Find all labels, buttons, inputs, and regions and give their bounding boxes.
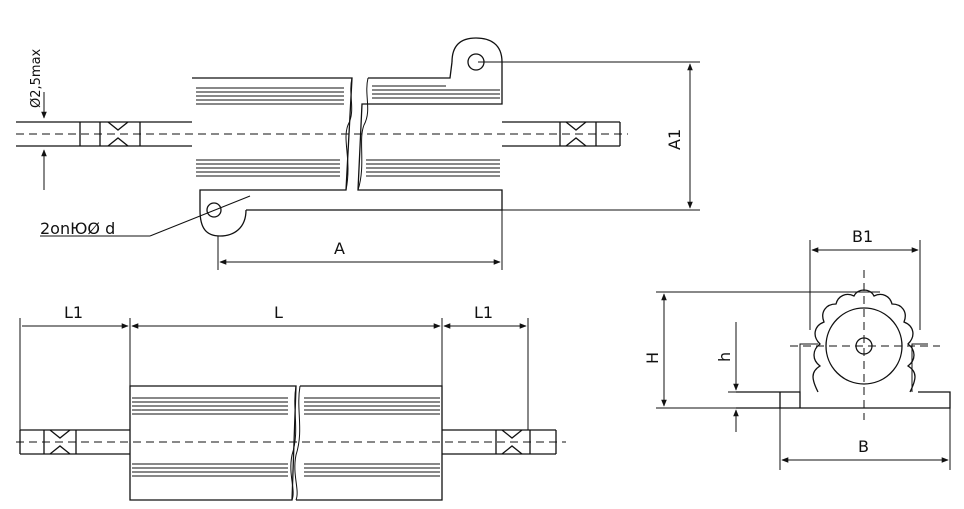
side-body-right xyxy=(296,385,443,501)
mounting-hole-label: 2оnЮØ d xyxy=(40,219,115,238)
dimension-A: A xyxy=(217,210,503,270)
dimension-h-label: h xyxy=(715,352,734,362)
top-mounting-ear-right xyxy=(451,37,503,71)
dimension-A-label: A xyxy=(334,239,345,258)
dimension-L1-left: L1 xyxy=(22,303,129,329)
dimension-A1-label: A1 xyxy=(665,129,684,150)
dimension-H-label: H xyxy=(643,352,662,364)
top-fins-left xyxy=(196,87,344,177)
dimension-B1: B1 xyxy=(809,227,921,330)
dimension-L: L xyxy=(131,303,441,329)
side-lead-right xyxy=(442,429,557,455)
dimension-L1-right: L1 xyxy=(443,303,527,329)
dimension-H: H xyxy=(643,291,880,409)
side-lead-left xyxy=(19,429,130,455)
lead-diameter-dimension: Ø2,5max xyxy=(29,48,60,190)
end-view-core xyxy=(825,307,903,385)
dimension-B: B xyxy=(779,408,951,470)
dimension-L-label: L xyxy=(274,303,283,322)
side-view: L1 L L1 xyxy=(16,303,566,501)
top-view: Ø2,5max 2оnЮØ d A A1 xyxy=(16,37,700,270)
side-body-left xyxy=(129,385,297,501)
top-lead-right xyxy=(502,121,621,147)
dimension-B-label: B xyxy=(858,437,869,456)
dimension-L1-right-label: L1 xyxy=(474,303,493,322)
side-fins xyxy=(132,397,440,477)
end-view: B1 H h B xyxy=(643,227,951,470)
top-mounting-ear-left xyxy=(199,202,247,237)
top-body-right xyxy=(246,61,503,211)
dimension-A1: A1 xyxy=(478,61,700,211)
dimension-B1-label: B1 xyxy=(852,227,873,246)
lead-diameter-label: Ø2,5max xyxy=(29,48,44,108)
top-body-left xyxy=(192,77,353,210)
top-fins-right xyxy=(366,85,500,177)
end-view-base xyxy=(736,391,951,409)
mounting-hole-callout: 2оnЮØ d xyxy=(40,195,251,238)
dimension-L1-left-label: L1 xyxy=(64,303,83,322)
dimension-h: h xyxy=(715,322,780,432)
